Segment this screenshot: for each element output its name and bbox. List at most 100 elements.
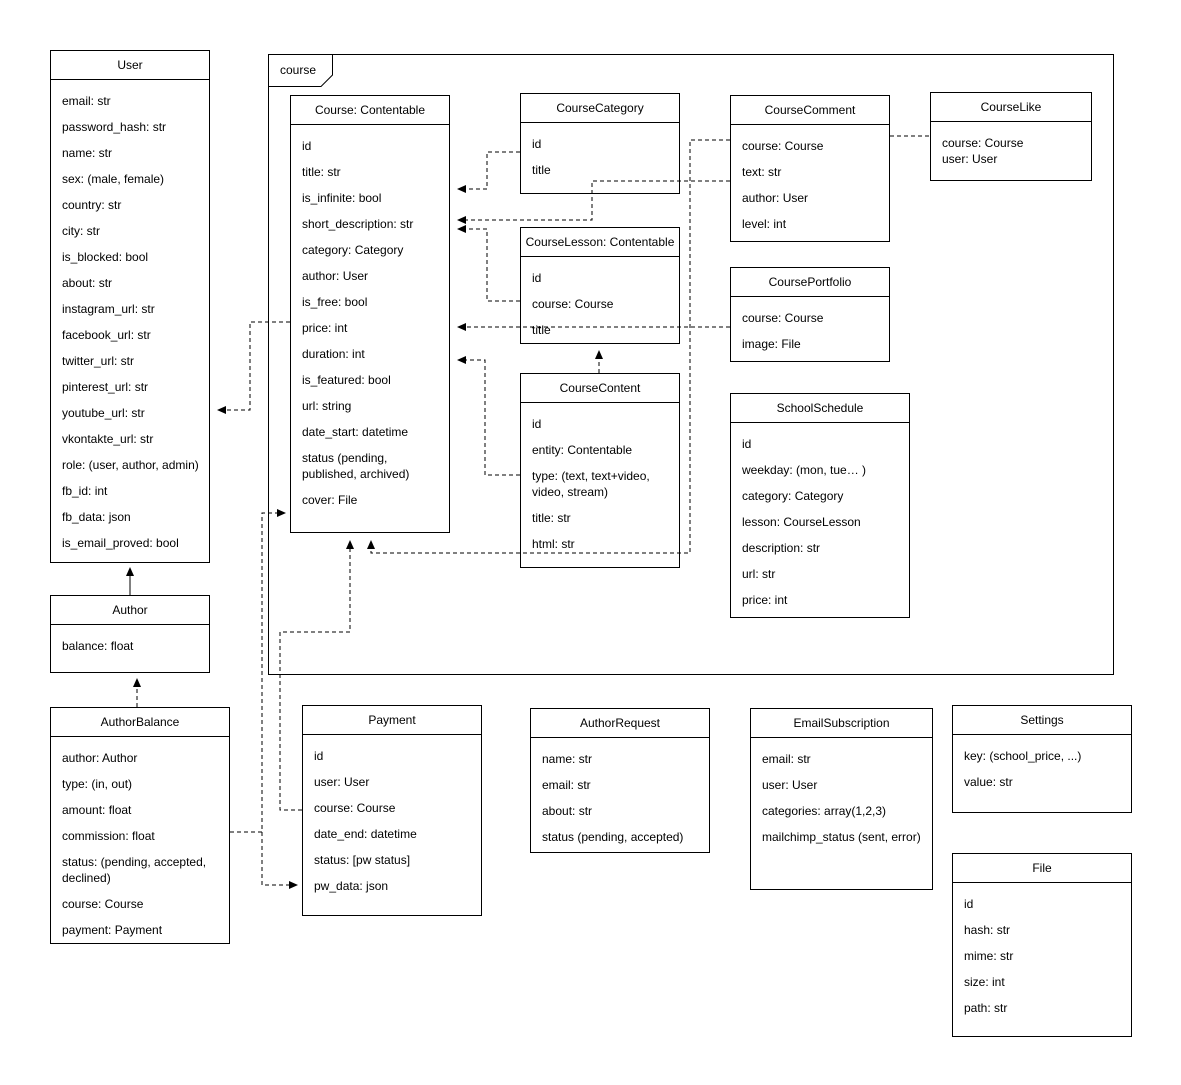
entity-attribute: amount: float <box>62 803 132 817</box>
entity-attribute: text: str <box>742 165 782 179</box>
package-course-tab <box>268 54 333 87</box>
entity-attribute: title: str <box>302 165 341 179</box>
entity-attribute: type: (text, text+video, video, stream) <box>532 469 650 499</box>
entity-attribute: id <box>314 749 324 763</box>
entity-attribute: description: str <box>742 541 821 555</box>
entity-attribute: value: str <box>964 775 1013 789</box>
entity-attribute: key: (school_price, ...) <box>964 749 1082 763</box>
entity-attribute: mailchimp_status (sent, error) <box>762 830 921 844</box>
entity-attribute: pw_data: json <box>314 879 389 893</box>
entity-title: CourseContent <box>521 374 679 403</box>
entity-attribute: commission: float <box>62 829 155 843</box>
entity-attribute: fb_id: int <box>62 484 108 498</box>
entity-attribute: is_email_proved: bool <box>62 536 179 550</box>
entity-title: EmailSubscription <box>751 709 932 738</box>
entity-author: Author balance: float <box>50 595 210 673</box>
entity-attribute: date_end: datetime <box>314 827 417 841</box>
entity-attribute: author: User <box>742 191 809 205</box>
entity-attribute: categories: array(1,2,3) <box>762 804 887 818</box>
entity-title: CourseComment <box>731 96 889 125</box>
entity-title: CourseLike <box>931 93 1091 122</box>
entity-attribute: image: File <box>742 337 801 351</box>
entity-attributes: id user: User course: Course date_end: date… <box>303 735 481 894</box>
entity-attribute: vkontakte_url: str <box>62 432 154 446</box>
entity-attribute: is_infinite: bool <box>302 191 382 205</box>
entity-attribute: user: User <box>942 152 998 166</box>
entity-attribute: user: User <box>314 775 370 789</box>
entity-title: CoursePortfolio <box>731 268 889 297</box>
entity-attribute: id <box>532 417 542 431</box>
entity-attribute: course: Course <box>742 139 824 153</box>
entity-attribute: title: str <box>532 511 571 525</box>
entity-attribute: is_featured: bool <box>302 373 391 387</box>
entity-attribute: mime: str <box>964 949 1014 963</box>
entity-attribute: city: str <box>62 224 100 238</box>
entity-attribute: status: (pending, accepted, declined) <box>62 855 207 885</box>
entity-attribute: about: str <box>542 804 593 818</box>
connector-authorbalance-payment <box>261 832 298 889</box>
entity-attributes: course: Course image: File <box>731 297 889 352</box>
entity-title: CourseLesson: Contentable <box>521 228 679 257</box>
entity-title: Course: Contentable <box>291 96 449 125</box>
entity-attribute: course: Course <box>532 297 614 311</box>
entity-attribute: balance: float <box>62 639 134 653</box>
entity-attribute: url: string <box>302 399 352 413</box>
entity-attribute: instagram_url: str <box>62 302 155 316</box>
entity-attribute: sex: (male, female) <box>62 172 165 186</box>
entity-attribute: hash: str <box>964 923 1011 937</box>
entity-attribute: country: str <box>62 198 122 212</box>
entity-attributes: course: Course user: User <box>931 122 1091 167</box>
entity-attributes: author: Author type: (in, out) amount: flo… <box>51 737 229 938</box>
entity-course-portfolio: CoursePortfolio course: Course image: Fil… <box>730 267 890 362</box>
entity-attribute: duration: int <box>302 347 365 361</box>
package-course-label: course <box>280 63 317 77</box>
entity-course-like: CourseLike course: Course user: User <box>930 92 1092 181</box>
entity-title: CourseCategory <box>521 94 679 123</box>
entity-attribute: course: Course <box>742 311 824 325</box>
entity-attribute: path: str <box>964 1001 1008 1015</box>
entity-attribute: category: Category <box>302 243 404 257</box>
entity-attribute: category: Category <box>742 489 844 503</box>
entity-attribute: course: Course <box>62 897 144 911</box>
entity-attribute: id <box>964 897 974 911</box>
entity-attribute: type: (in, out) <box>62 777 133 791</box>
entity-attribute: password_hash: str <box>62 120 167 134</box>
entity-attribute: email: str <box>762 752 811 766</box>
entity-title: Settings <box>953 706 1131 735</box>
entity-attribute: about: str <box>62 276 113 290</box>
entity-title: Author <box>51 596 209 625</box>
entity-attribute: status (pending, accepted) <box>542 830 684 844</box>
entity-attribute: facebook_url: str <box>62 328 151 342</box>
entity-attribute: date_start: datetime <box>302 425 409 439</box>
entity-attribute: weekday: (mon, tue… ) <box>742 463 867 477</box>
entity-attribute: email: str <box>62 94 111 108</box>
entity-attributes: key: (school_price, ...) value: str <box>953 735 1131 790</box>
entity-attribute: youtube_url: str <box>62 406 145 420</box>
entity-attribute: short_description: str <box>302 217 414 231</box>
entity-attribute: fb_data: json <box>62 510 131 524</box>
entity-attribute: is_free: bool <box>302 295 368 309</box>
entity-title: User <box>51 51 209 80</box>
entity-attribute: id <box>532 137 542 151</box>
entity-attribute: course: Course <box>942 136 1024 150</box>
entity-attribute: cover: File <box>302 493 358 507</box>
entity-attribute: author: Author <box>62 751 138 765</box>
entity-attribute: course: Course <box>314 801 396 815</box>
entity-attribute: role: (user, author, admin) <box>62 458 199 472</box>
